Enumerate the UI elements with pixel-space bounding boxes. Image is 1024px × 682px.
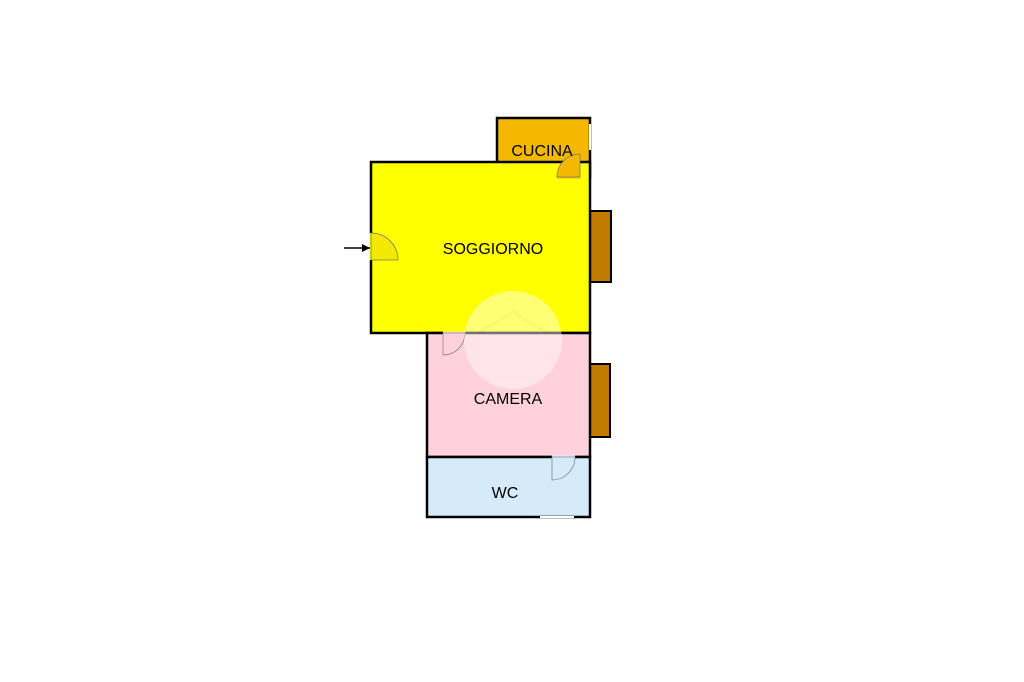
door-swing-icon	[369, 232, 399, 261]
room-label-soggiorno: SOGGIORNO	[443, 241, 543, 258]
room-camera[interactable]	[425, 331, 592, 459]
room-label-cucina: CUCINA	[511, 143, 573, 160]
arrow-right-icon	[344, 244, 370, 252]
room-label-camera: CAMERA	[474, 391, 543, 408]
room-label-wc: WC	[492, 485, 519, 502]
door-swing-icon	[556, 153, 581, 179]
balcony-upper	[589, 210, 612, 283]
balcony-lower	[589, 363, 611, 438]
house-logo-icon	[464, 291, 562, 389]
door-swing-icon	[551, 455, 576, 481]
room-soggiorno[interactable]	[369, 160, 592, 335]
door-swing-icon	[442, 331, 466, 356]
